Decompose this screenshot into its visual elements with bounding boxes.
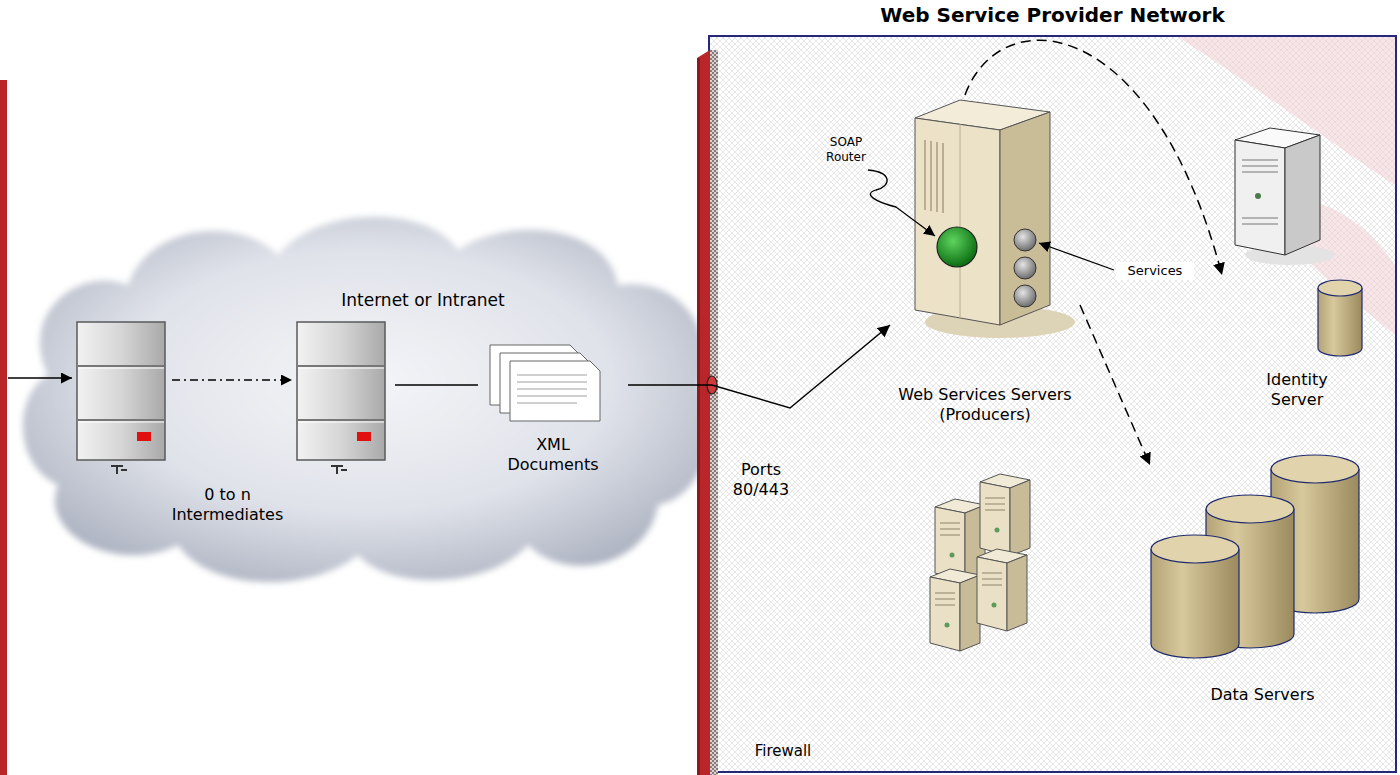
web-services-server	[1014, 257, 1036, 279]
node-label: 0 to n Intermediates	[153, 485, 303, 525]
intermediate-hop	[172, 379, 292, 381]
intermediates-group: 0 to n Intermediates	[60, 315, 395, 530]
server-cluster	[930, 569, 980, 651]
server-cluster	[980, 474, 1030, 556]
services-leader	[1039, 243, 1114, 270]
xml-documents-icon	[500, 353, 590, 413]
services-label: Services	[1116, 262, 1194, 280]
left-firewall	[0, 80, 7, 775]
main-firewall	[697, 58, 700, 775]
identity-server	[1242, 160, 1278, 224]
cloud-shape	[23, 217, 709, 582]
left-firewall	[0, 80, 7, 775]
xml-documents-icon	[490, 345, 600, 421]
label-holder: SOAP Router	[815, 135, 877, 165]
data-server-cylinders	[1206, 509, 1294, 648]
network-region-shape	[1178, 37, 1395, 335]
label-holder: Firewall	[738, 742, 828, 761]
label-holder: Ports 80/443	[725, 460, 797, 500]
node-label: Web Services Servers (Producers)	[895, 385, 1075, 425]
data-server-cylinders	[1151, 535, 1239, 563]
web-services-server	[937, 227, 977, 267]
node-label: Web Service Provider Network	[708, 3, 1397, 28]
identity-server	[1235, 140, 1285, 255]
identity-server	[1255, 193, 1261, 199]
intermediate-server	[77, 322, 165, 474]
identity-server	[1318, 288, 1362, 356]
data-server-cylinders	[1206, 495, 1294, 523]
main-firewall	[710, 50, 718, 775]
xml-documents: XML Documents	[478, 340, 628, 479]
connector-line	[628, 325, 890, 408]
identity-server	[1235, 128, 1362, 356]
node-label: Internet or Intranet	[308, 290, 538, 311]
soap-router-callout	[868, 170, 935, 236]
data-server-cylinders	[1271, 469, 1359, 613]
data-server-cylinders	[1271, 455, 1359, 483]
intermediate-server	[297, 322, 385, 474]
web-services-server	[915, 100, 1075, 338]
provider-network: Web Service Provider NetworkWeb Services…	[708, 35, 1397, 773]
identity-server	[1235, 128, 1320, 148]
server-cluster	[930, 474, 1030, 651]
firewall-port	[707, 376, 717, 394]
web-services-server	[925, 306, 1075, 338]
soap-router-label: SOAP Router	[815, 135, 877, 165]
identity-server	[1245, 245, 1335, 265]
incoming-arrow	[8, 378, 72, 379]
identity-server: Identity Server	[1222, 120, 1372, 420]
firewall-port	[707, 376, 717, 394]
data-servers: Data Servers	[1150, 420, 1375, 735]
identity-server	[1285, 135, 1320, 255]
main-firewall	[697, 50, 710, 775]
server-cluster	[935, 499, 985, 581]
web-services-server	[960, 124, 961, 318]
server-cluster	[977, 549, 1027, 631]
web-services-server	[915, 118, 1000, 325]
incoming-arrow	[8, 377, 72, 379]
xml-documents-icon	[510, 361, 600, 421]
main-firewall	[697, 50, 718, 775]
web-services-server	[925, 140, 943, 213]
web-services-server	[1014, 285, 1036, 307]
services-leader	[1039, 243, 1114, 270]
connector-line	[395, 384, 478, 386]
xml-documents-icon	[517, 375, 587, 403]
node-label: XML Documents	[496, 435, 611, 475]
intermediate-server	[297, 322, 385, 474]
web-services-server	[915, 100, 1050, 130]
identity-server	[1318, 280, 1362, 296]
cloud-region: Internet or Intranet 0 to n Intermediates…	[8, 195, 720, 595]
firewall-label: Firewall	[738, 742, 828, 761]
data-server-cylinders	[1151, 549, 1239, 658]
web-services-server	[1014, 229, 1036, 251]
dashed-connector	[1080, 305, 1150, 465]
intermediate-hop	[172, 380, 292, 381]
web-services-server	[1000, 112, 1050, 325]
cloud-shape	[8, 195, 720, 595]
dashed-connector	[965, 40, 1222, 275]
port-label: Ports 80/443	[725, 460, 797, 500]
intermediate-server	[77, 322, 165, 474]
node-label: Identity Server	[1240, 370, 1355, 410]
web-services-server: Web Services Servers (Producers)	[890, 95, 1080, 435]
xml-documents-icon	[490, 345, 580, 405]
data-server-cylinders	[1151, 455, 1359, 658]
node-label: Data Servers	[1208, 685, 1318, 705]
network-region-shape	[709, 36, 1396, 772]
label-holder: Services	[1116, 262, 1194, 280]
soap-router-callout	[868, 170, 935, 236]
